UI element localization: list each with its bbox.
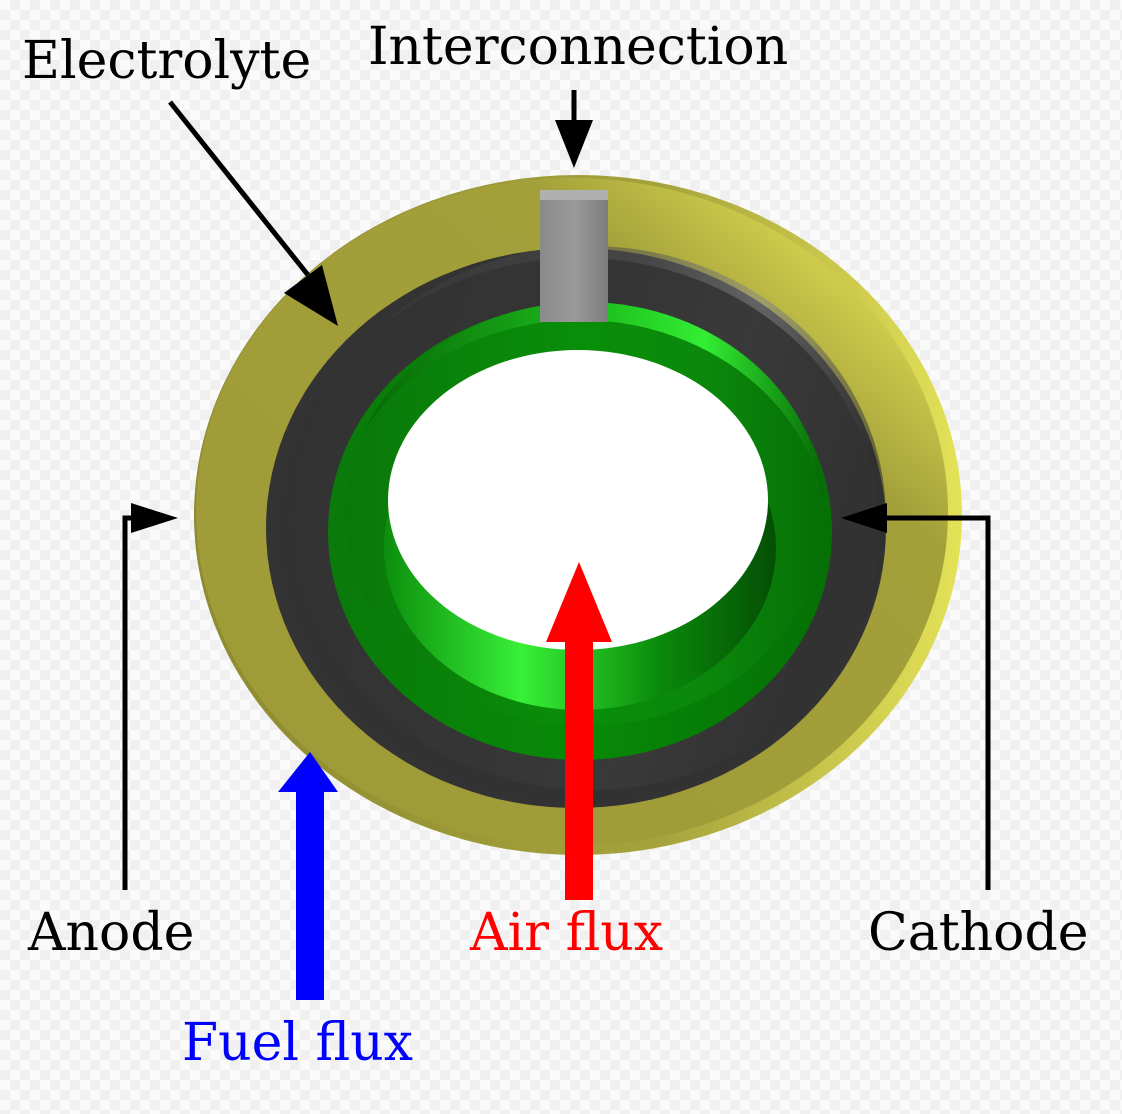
air-flux-arrow — [546, 562, 612, 900]
anode-label: Anode — [27, 903, 194, 963]
interconnection-strip — [540, 190, 608, 322]
electrolyte-label: Electrolyte — [22, 31, 311, 91]
central-opening — [388, 350, 768, 650]
cathode-label: Cathode — [868, 903, 1089, 963]
fuel-flux-arrow — [278, 752, 338, 1000]
cathode-pointer — [841, 503, 991, 890]
interconnection-label: Interconnection — [368, 17, 788, 77]
electrolyte-arrow — [168, 100, 338, 326]
anode-pointer — [122, 503, 178, 890]
fuel-flux-label: Fuel flux — [182, 1013, 413, 1073]
interconnection-arrow — [555, 90, 593, 168]
air-flux-label: Air flux — [469, 903, 663, 963]
